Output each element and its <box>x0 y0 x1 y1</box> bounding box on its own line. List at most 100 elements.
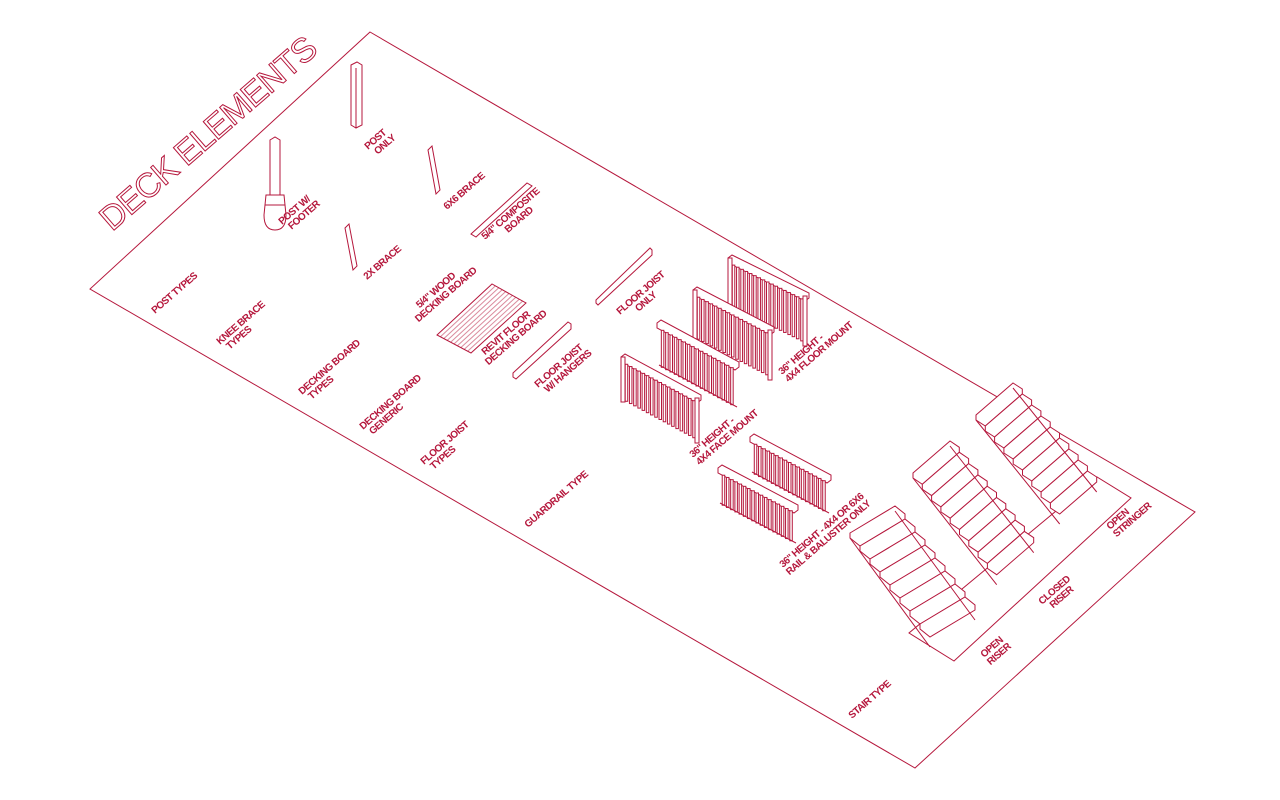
baluster <box>678 339 682 378</box>
post <box>767 329 773 381</box>
baluster <box>776 503 781 535</box>
composite-board-drawing <box>470 182 533 238</box>
baluster <box>761 279 766 323</box>
baluster <box>758 446 762 478</box>
baluster <box>796 466 801 498</box>
post <box>802 295 808 347</box>
baluster <box>718 307 722 351</box>
baluster <box>679 393 684 432</box>
label-floor-joist-types: FLOOR JOISTTYPES <box>419 419 478 475</box>
brace-6x6-drawing <box>427 144 441 196</box>
baluster <box>701 298 705 342</box>
baluster <box>795 296 800 340</box>
baluster <box>735 316 739 360</box>
baluster <box>713 305 718 349</box>
guardrail <box>692 286 775 381</box>
label-decking-board-types: DECKING BOARDTYPES <box>297 338 370 405</box>
baluster <box>650 377 654 416</box>
baluster <box>788 462 792 493</box>
decking-board-line <box>457 295 513 347</box>
stringer <box>912 477 998 586</box>
decking-board-line <box>446 289 503 341</box>
baluster <box>624 363 629 402</box>
label-open-riser: OPENRISER <box>979 633 1015 668</box>
top-rail <box>749 433 832 484</box>
baluster <box>725 476 730 508</box>
baluster <box>699 350 704 389</box>
baluster <box>738 483 743 515</box>
baluster <box>783 289 787 333</box>
baluster <box>708 355 712 394</box>
post <box>694 397 700 444</box>
baluster <box>736 266 740 310</box>
floor-joist-hangers-drawing <box>512 321 572 380</box>
guardrail <box>727 254 810 347</box>
baluster <box>704 353 708 392</box>
top-rail <box>717 464 799 514</box>
guardrail-drawings <box>620 254 832 544</box>
baluster <box>686 343 691 382</box>
brace-2x-drawing <box>344 222 358 272</box>
closed-riser-stair <box>912 440 1035 586</box>
baluster <box>755 492 759 524</box>
stringer <box>949 445 1035 554</box>
baluster <box>705 301 709 345</box>
baluster <box>739 318 744 362</box>
baluster <box>740 268 744 312</box>
baluster <box>666 386 671 425</box>
baluster <box>662 384 667 423</box>
baluster <box>757 277 761 321</box>
guardrail <box>749 433 832 514</box>
baluster <box>752 325 756 369</box>
baluster <box>654 379 658 418</box>
bottom-rail <box>751 471 830 514</box>
baluster <box>787 292 791 336</box>
top-rail <box>656 319 740 371</box>
baluster <box>683 395 688 434</box>
baluster <box>783 459 788 491</box>
baluster <box>730 367 734 406</box>
baluster <box>817 477 822 509</box>
baluster <box>785 508 789 540</box>
baluster <box>774 285 779 329</box>
baluster <box>747 488 751 520</box>
stair-step <box>986 530 1035 576</box>
label-post-types: POST TYPES <box>150 270 201 316</box>
bottom-rail <box>719 502 797 544</box>
baluster <box>734 481 738 513</box>
guardrail <box>656 319 740 408</box>
baluster <box>753 275 757 319</box>
stair-platform-outline <box>908 476 1132 662</box>
baluster <box>789 510 793 542</box>
post-w-footer-drawing <box>263 136 287 231</box>
baluster <box>709 303 714 347</box>
baluster <box>658 382 662 420</box>
guardrail <box>717 464 799 544</box>
baluster <box>770 283 774 327</box>
stringer <box>849 537 931 648</box>
base-sheet-outline <box>89 31 1196 769</box>
label-closed-riser: CLOSEDRISER <box>1037 574 1080 615</box>
baluster <box>763 496 768 528</box>
baluster <box>628 366 633 405</box>
baluster <box>717 360 721 399</box>
baluster <box>756 327 761 371</box>
baluster <box>691 346 695 385</box>
baluster <box>772 501 776 533</box>
baluster <box>768 499 772 531</box>
baluster <box>675 391 679 430</box>
baluster <box>766 281 770 325</box>
baluster <box>725 364 730 403</box>
baluster <box>682 341 686 380</box>
baluster <box>730 479 734 511</box>
stair-drawings <box>849 382 1132 662</box>
open-riser-stair <box>849 505 976 648</box>
baluster <box>813 475 818 507</box>
baluster <box>779 457 783 489</box>
baluster <box>751 490 755 522</box>
baluster <box>770 452 775 484</box>
post-shape <box>269 136 281 196</box>
baluster <box>743 321 748 365</box>
